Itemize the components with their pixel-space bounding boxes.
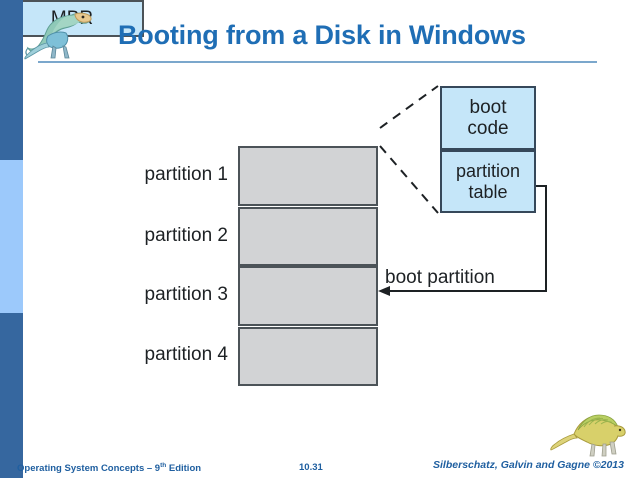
detail-box-boot-code: boot code bbox=[440, 86, 536, 150]
footer-page-number: 10.31 bbox=[299, 462, 323, 473]
partition-label-3: partition 3 bbox=[144, 284, 228, 305]
partition-table-line-2: table bbox=[468, 181, 508, 202]
footer-edition-prefix: Operating System Concepts – 9 bbox=[17, 463, 161, 475]
sidebar-band-bottom bbox=[0, 313, 23, 478]
boot-code-line-1: boot bbox=[469, 96, 507, 118]
title-divider bbox=[38, 61, 597, 63]
disk-block-partition-1 bbox=[238, 146, 378, 206]
dinosaur-logo-icon bbox=[20, 6, 96, 62]
sidebar-band-top bbox=[0, 0, 23, 160]
dimetrodon-logo-icon bbox=[548, 408, 630, 458]
callout-line-bottom bbox=[379, 145, 439, 214]
boot-code-line-2: code bbox=[467, 118, 509, 139]
boot-partition-label: boot partition bbox=[385, 267, 495, 288]
callout-line-top bbox=[379, 85, 439, 129]
partition-label-2: partition 2 bbox=[144, 225, 228, 246]
footer-edition: Operating System Concepts – 9th Edition bbox=[17, 462, 201, 474]
footer-edition-suffix: Edition bbox=[166, 463, 202, 475]
disk-block-partition-2 bbox=[238, 207, 378, 266]
sidebar-band-middle bbox=[0, 160, 23, 313]
partition-label-1: partition 1 bbox=[144, 164, 228, 185]
page-title: Booting from a Disk in Windows bbox=[118, 20, 526, 50]
detail-box-partition-table: partition table bbox=[440, 150, 536, 213]
partition-label-4: partition 4 bbox=[144, 344, 228, 365]
partition-table-line-1: partition bbox=[455, 161, 521, 182]
disk-block-partition-4 bbox=[238, 327, 378, 386]
footer-edition-ordinal: th bbox=[160, 462, 167, 469]
footer-copyright: Silberschatz, Galvin and Gagne ©2013 bbox=[433, 459, 624, 471]
disk-block-partition-3 bbox=[238, 266, 378, 326]
